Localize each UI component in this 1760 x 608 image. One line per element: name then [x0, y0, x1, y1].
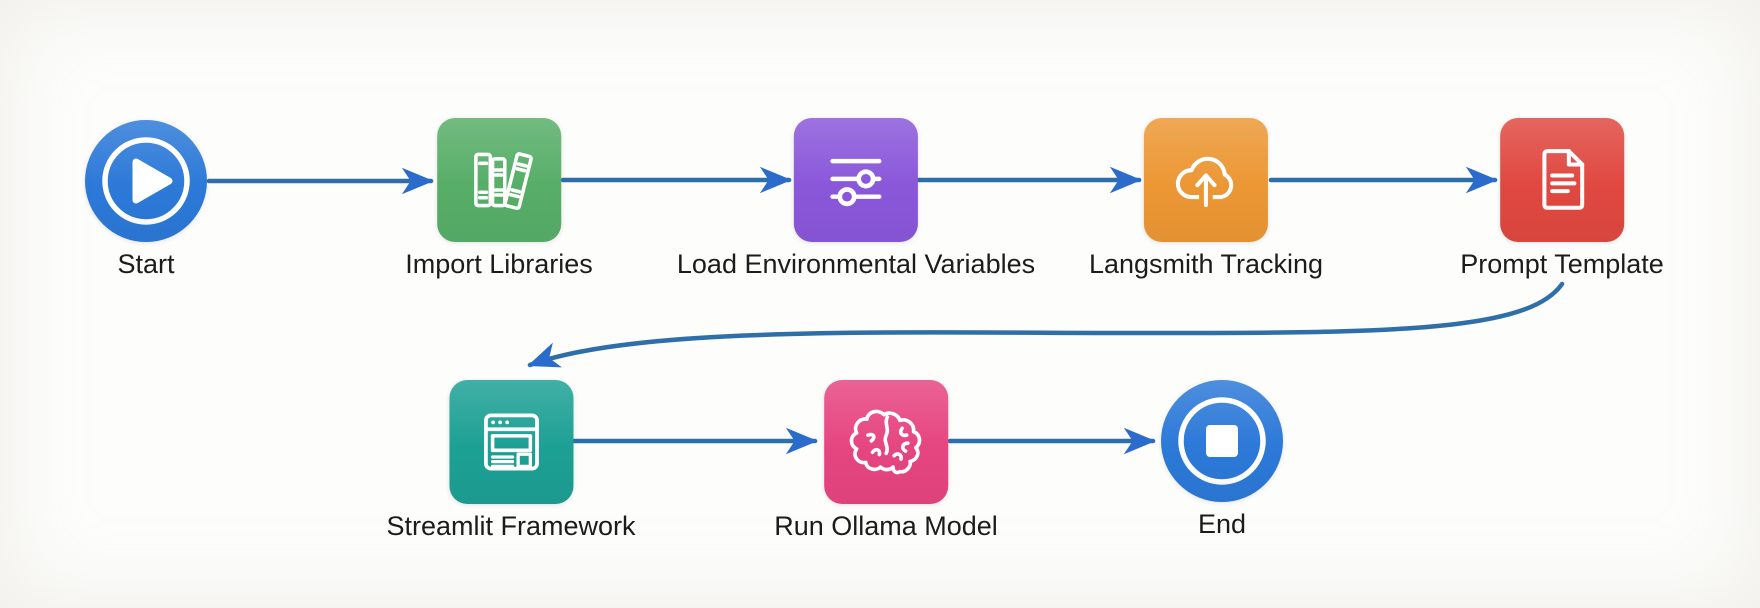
node-prompt-template: Prompt Template	[1460, 118, 1664, 280]
node-label: Import Libraries	[405, 249, 593, 279]
browser-window-icon	[483, 413, 539, 471]
prompt-template-shape	[1499, 118, 1624, 242]
document-icon	[1542, 149, 1584, 210]
node-start: Start	[85, 120, 207, 280]
node-import-libraries: Import Libraries	[405, 118, 593, 280]
stop-icon	[1178, 397, 1266, 485]
end-shape	[1161, 380, 1283, 502]
node-label: Langsmith Tracking	[1088, 249, 1324, 279]
brain-icon	[849, 409, 922, 475]
node-label: Start	[117, 249, 175, 279]
play-icon	[102, 137, 190, 225]
node-label: Prompt Template	[1460, 249, 1664, 279]
node-label: Streamlit Framework	[386, 511, 636, 541]
streamlit-framework-shape	[448, 380, 573, 504]
load-env-variables-shape	[794, 118, 918, 242]
node-end: End	[1161, 380, 1283, 540]
node-label: Run Ollama Model	[774, 511, 998, 541]
books-icon	[473, 152, 533, 211]
edge-prompt-to-streamlit	[527, 281, 1565, 368]
import-libraries-shape	[436, 118, 561, 242]
node-langsmith-tracking: Langsmith Tracking	[1089, 118, 1323, 280]
langsmith-tracking-shape	[1144, 118, 1268, 242]
node-label: End	[1197, 509, 1247, 539]
sliders-icon	[830, 158, 882, 207]
node-label: Load Environmental Variables	[676, 249, 1036, 279]
node-run-ollama-model: Run Ollama Model	[774, 380, 998, 542]
run-ollama-model-shape	[824, 380, 948, 504]
start-shape	[85, 120, 207, 242]
node-streamlit-framework: Streamlit Framework	[386, 380, 636, 542]
node-load-env-variables: Load Environmental Variables	[677, 118, 1035, 280]
cloud-upload-icon	[1175, 156, 1234, 212]
